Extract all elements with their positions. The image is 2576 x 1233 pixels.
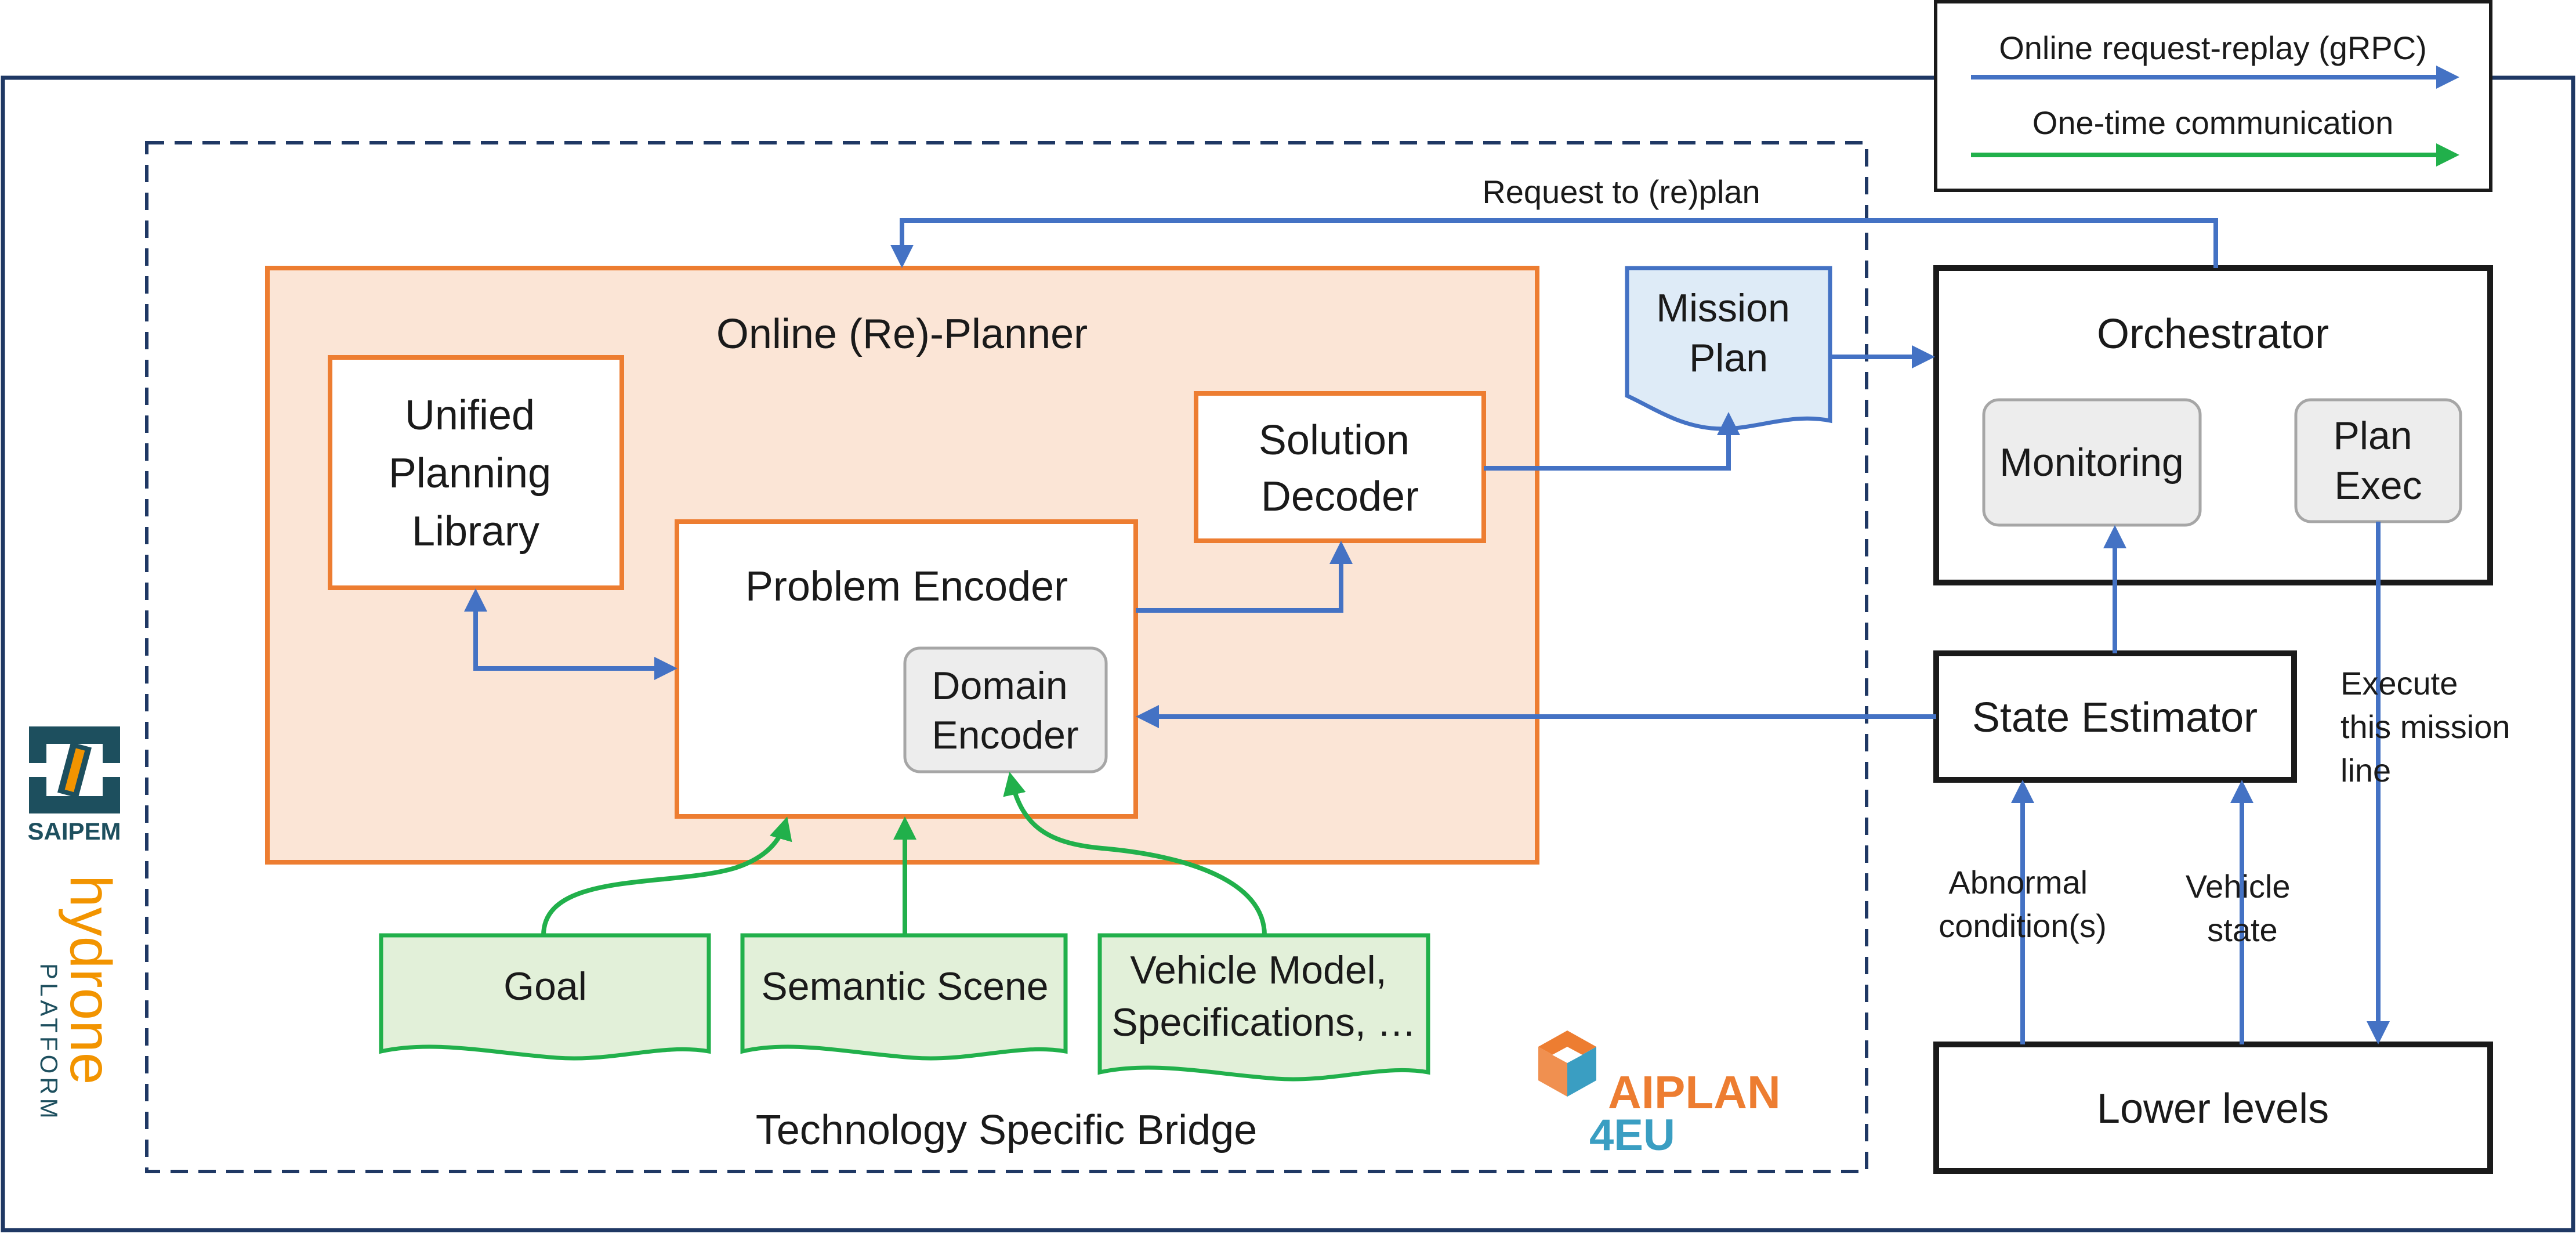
aiplan-logo-text: AIPLAN	[1608, 1066, 1781, 1118]
monitoring-box	[1982, 398, 2202, 527]
bridge-label: Technology Specific Bridge	[756, 1107, 1258, 1154]
saipem-logo-text: SAIPEM	[27, 818, 121, 845]
lower-levels-label: Lower levels	[2097, 1086, 2329, 1132]
replan-arrow	[890, 218, 2218, 268]
green-connectors	[541, 772, 1267, 936]
bridge-box	[145, 141, 1868, 1173]
legend: Online request-replay (gRPC) One-time co…	[1934, 0, 2492, 192]
vehicle-state-label: Vehicle state	[2186, 868, 2299, 948]
legend-onetime-label: One-time communication	[2032, 104, 2393, 141]
plan-exec-label: Plan Exec	[2333, 414, 2423, 508]
domain-encoder-label: Domain Encoder	[932, 664, 1078, 757]
orchestrator-title: Orchestrator	[2097, 311, 2329, 357]
state-estimator-label: State Estimator	[1972, 695, 2258, 741]
upl-box	[328, 355, 624, 590]
goal-doc	[379, 933, 711, 1061]
hydrone-logo-text: hydrone	[58, 875, 123, 1084]
execute-label: Execute this mission line	[2340, 665, 2519, 789]
hydrone-platform-text: PLATFORM	[35, 963, 63, 1122]
vehicle-model-arrow	[1003, 772, 1267, 936]
goal-label: Goal	[503, 964, 587, 1008]
upl-label: Unified Planning Library	[389, 392, 563, 555]
outer-frame	[1, 75, 2575, 1232]
vehicle-model-label: Vehicle Model, Specifications, …	[1111, 948, 1416, 1044]
monitoring-label: Monitoring	[1999, 440, 2184, 484]
aiplan4eu-logo: AIPLAN 4EU	[1538, 1030, 1781, 1160]
aiplan-4eu-text: 4EU	[1589, 1111, 1675, 1160]
blue-connectors	[464, 218, 2390, 1044]
saipem-logo: SAIPEM	[27, 726, 121, 845]
replan-label: Request to (re)plan	[1482, 173, 1760, 210]
problem-encoder-label: Problem Encoder	[745, 563, 1068, 610]
abnormal-label: Abnormal condition(s)	[1939, 864, 2106, 944]
domain-encoder-box	[903, 646, 1108, 773]
vehicle-model-doc	[1097, 933, 1430, 1082]
solution-decoder-label: Solution Decoder	[1259, 417, 1421, 520]
lower-levels-box	[1933, 1042, 2493, 1174]
problem-solution-arrow	[1136, 541, 1353, 613]
legend-online-label: Online request-replay (gRPC)	[1999, 30, 2427, 66]
planner-title: Online (Re)-Planner	[716, 311, 1088, 357]
mission-plan-doc	[1625, 266, 1832, 431]
semantic-scene-doc	[740, 933, 1068, 1061]
state-estimator-box	[1933, 650, 2297, 783]
upl-problem-arrow	[464, 588, 677, 680]
hydrone-logo: hydrone PLATFORM	[35, 875, 123, 1122]
mission-plan-label: Mission Plan	[1656, 286, 1800, 380]
semantic-scene-label: Semantic Scene	[761, 964, 1048, 1008]
goal-arrow	[541, 816, 792, 936]
solution-mission-arrow	[1484, 412, 1740, 471]
